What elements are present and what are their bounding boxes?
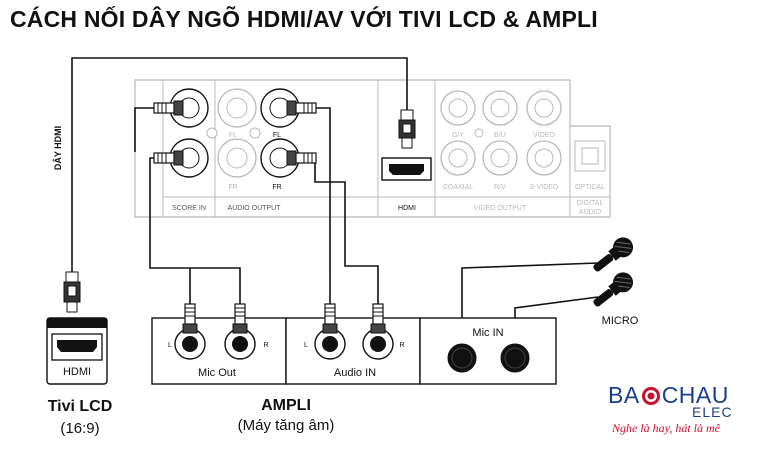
audio-in-left-marker: L bbox=[304, 342, 308, 349]
logo-text-part2: CHAU bbox=[661, 382, 729, 409]
mic-in-label: Mic IN bbox=[472, 327, 503, 339]
audio-in-jack-l bbox=[314, 328, 346, 360]
logo-target-icon bbox=[641, 386, 660, 405]
fr-label-inactive: FR bbox=[228, 184, 237, 191]
tv-ratio: (16:9) bbox=[60, 420, 100, 437]
panel-screw-left bbox=[206, 127, 218, 139]
ampli-body bbox=[151, 317, 557, 385]
fr-label-active: FR bbox=[272, 184, 281, 191]
optical-label: OPTICAL bbox=[575, 184, 605, 191]
hdmi-plug-tv bbox=[63, 271, 81, 313]
video-output-jacks bbox=[440, 90, 606, 176]
player-back-panel bbox=[134, 79, 611, 218]
gy-label: G/Y bbox=[452, 132, 464, 139]
audio-label: AUDIO bbox=[579, 209, 602, 216]
panel-screw-right bbox=[249, 127, 261, 139]
rv-label: R/V bbox=[494, 184, 506, 191]
score-in-jack-bottom bbox=[169, 138, 209, 178]
diagram-title: CÁCH NỐI DÂY NGÕ HDMI/AV VỚI TIVI LCD & … bbox=[10, 6, 598, 32]
digital-label: DIGITAL bbox=[577, 200, 604, 207]
score-in-jack-top bbox=[169, 88, 209, 128]
player-hdmi-label: HDMI bbox=[398, 205, 416, 212]
coaxial-label: COAXIAL bbox=[443, 184, 473, 191]
audio-in-right-marker: R bbox=[399, 342, 404, 349]
mic-out-jack-l bbox=[174, 328, 206, 360]
mic-in-jack-1 bbox=[447, 343, 477, 373]
hdmi-cable-label: DÂY HDMI bbox=[52, 126, 63, 170]
mic-out-label: Mic Out bbox=[198, 367, 236, 379]
rca-plug-score-bottom bbox=[153, 150, 184, 166]
mic-out-right-marker: R bbox=[263, 342, 268, 349]
logo-slogan: Nghe là hay, hát là mê bbox=[612, 421, 720, 435]
rca-plug-mic-out-r bbox=[232, 303, 248, 334]
tv-unit bbox=[46, 317, 108, 385]
fr-to-audio-in-cable bbox=[300, 157, 379, 312]
rca-plug-audio-in-l bbox=[322, 303, 338, 334]
logo-subtext: ELEC bbox=[692, 404, 733, 420]
score-in-label: SCORE IN bbox=[172, 205, 206, 212]
audio-output-label: AUDIO OUTPUT bbox=[228, 205, 282, 212]
hdmi-cable bbox=[71, 57, 408, 272]
mic-in-jack-2 bbox=[500, 343, 530, 373]
fr-jack-inactive bbox=[217, 138, 257, 178]
ampli-name: AMPLI bbox=[261, 397, 311, 414]
player-hdmi-port bbox=[381, 157, 432, 181]
video-output-label: VIDEO OUTPUT bbox=[474, 205, 527, 212]
audio-in-label: Audio IN bbox=[334, 367, 376, 379]
fl-label-inactive: FL bbox=[229, 132, 237, 139]
rca-plug-score-top bbox=[153, 100, 184, 116]
rca-plug-mic-out-l bbox=[182, 303, 198, 334]
rca-plug-fl bbox=[286, 100, 317, 116]
fr-jack-active bbox=[260, 138, 300, 178]
fl-label-active: FL bbox=[273, 132, 281, 139]
audio-in-jack-r bbox=[362, 328, 394, 360]
ampli-subtitle: (Máy tăng âm) bbox=[237, 417, 335, 434]
microphone-icon bbox=[593, 272, 634, 307]
video-label: VIDEO bbox=[533, 132, 555, 139]
cables bbox=[71, 57, 599, 345]
tv-name: Tivi LCD bbox=[47, 398, 113, 415]
tv-hdmi-label: HDMI bbox=[63, 366, 91, 378]
brand-logo: BA CHAU ELEC Nghe là hay, hát là mê bbox=[608, 381, 758, 445]
svideo-label: S-VIDEO bbox=[530, 184, 559, 191]
mic-out-left-marker: L bbox=[168, 342, 172, 349]
rca-plug-audio-in-r bbox=[370, 303, 386, 334]
microphone-icon bbox=[593, 237, 634, 272]
rca-plug-fr bbox=[286, 150, 317, 166]
fl-jack-inactive bbox=[217, 88, 257, 128]
logo-text-part1: BA bbox=[608, 382, 640, 409]
hdmi-plug-player bbox=[398, 109, 416, 149]
bu-label: B/U bbox=[494, 132, 506, 139]
micro-label: MICRO bbox=[602, 315, 639, 327]
fl-to-audio-in-cable bbox=[300, 107, 331, 267]
